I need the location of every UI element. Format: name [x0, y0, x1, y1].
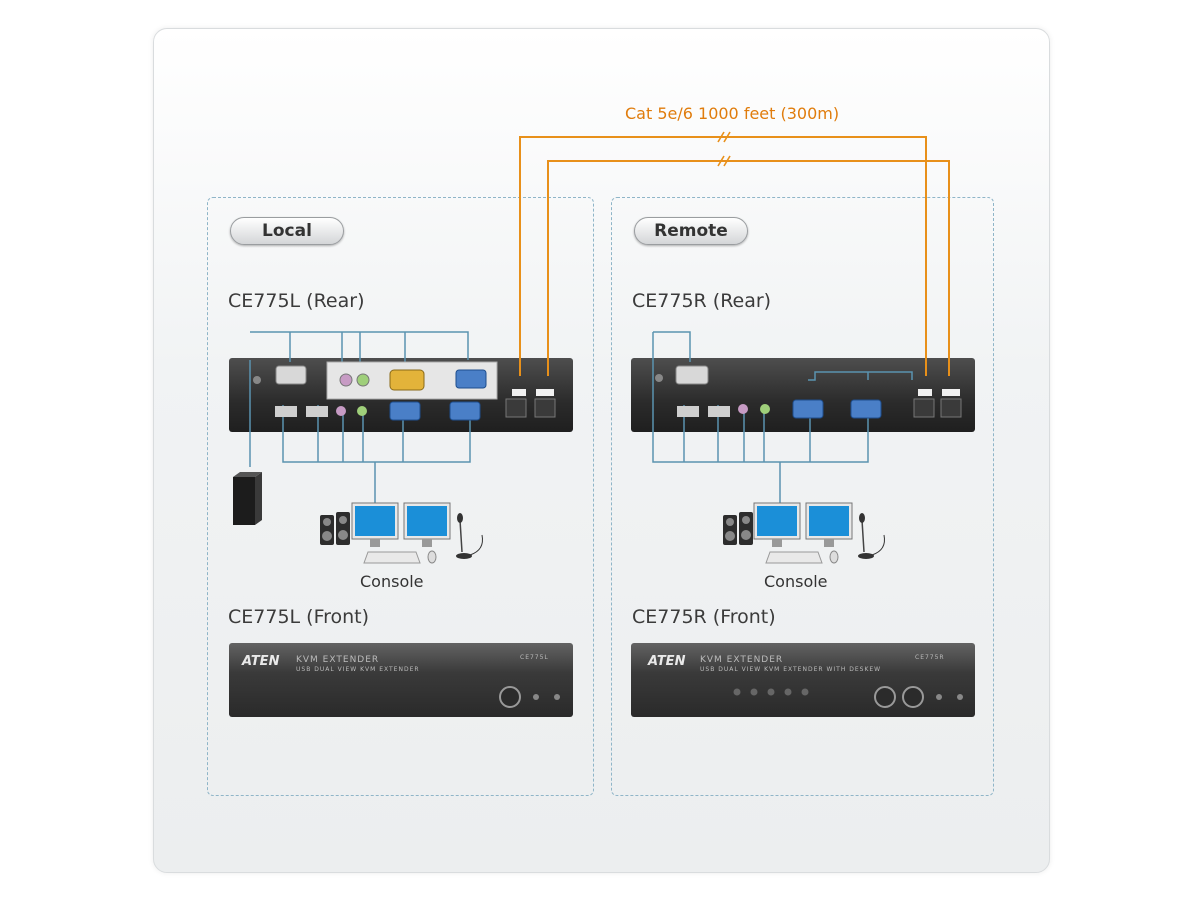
- cat5-cables: [519, 136, 950, 376]
- local-console-label: Console: [360, 572, 424, 591]
- remote-front-controls: [733, 686, 963, 708]
- pc-tower-icon: [233, 472, 262, 525]
- local-console-icon: [320, 502, 483, 564]
- remote-rear-ports: [655, 365, 962, 419]
- local-front-title: CE775L (Front): [228, 606, 370, 628]
- local-panel: [207, 197, 594, 796]
- remote-console-icon: [723, 502, 885, 564]
- remote-panel: [611, 197, 994, 796]
- cable-aux: [519, 136, 927, 376]
- remote-console-label: Console: [764, 572, 828, 591]
- local-rear-ports: [253, 361, 556, 421]
- local-front-model: CE775L: [520, 654, 549, 661]
- remote-front-line2: USB DUAL VIEW KVM EXTENDER WITH DESKEW: [700, 666, 882, 673]
- local-badge: Local: [230, 217, 344, 245]
- local-front-line2: USB DUAL VIEW KVM EXTENDER: [296, 666, 420, 673]
- local-front-controls: [499, 686, 560, 708]
- remote-front-brand-logo: ATEN: [648, 654, 686, 669]
- remote-front-model: CE775R: [915, 654, 945, 661]
- local-front-brand-logo: ATEN: [242, 654, 280, 669]
- local-rear-title: CE775L (Rear): [228, 290, 365, 312]
- local-connections: [249, 331, 471, 503]
- cable-main: [547, 160, 950, 376]
- cable-break-marks: [717, 131, 731, 167]
- diagram-card: [153, 28, 1050, 873]
- remote-front-title: CE775R (Front): [632, 606, 776, 628]
- cable-spec-label: Cat 5e/6 1000 feet (300m): [625, 104, 840, 123]
- remote-rear-title: CE775R (Rear): [632, 290, 772, 312]
- remote-front-line1: KVM EXTENDER: [700, 655, 784, 665]
- remote-badge: Remote: [634, 217, 748, 245]
- local-front-line1: KVM EXTENDER: [296, 655, 380, 665]
